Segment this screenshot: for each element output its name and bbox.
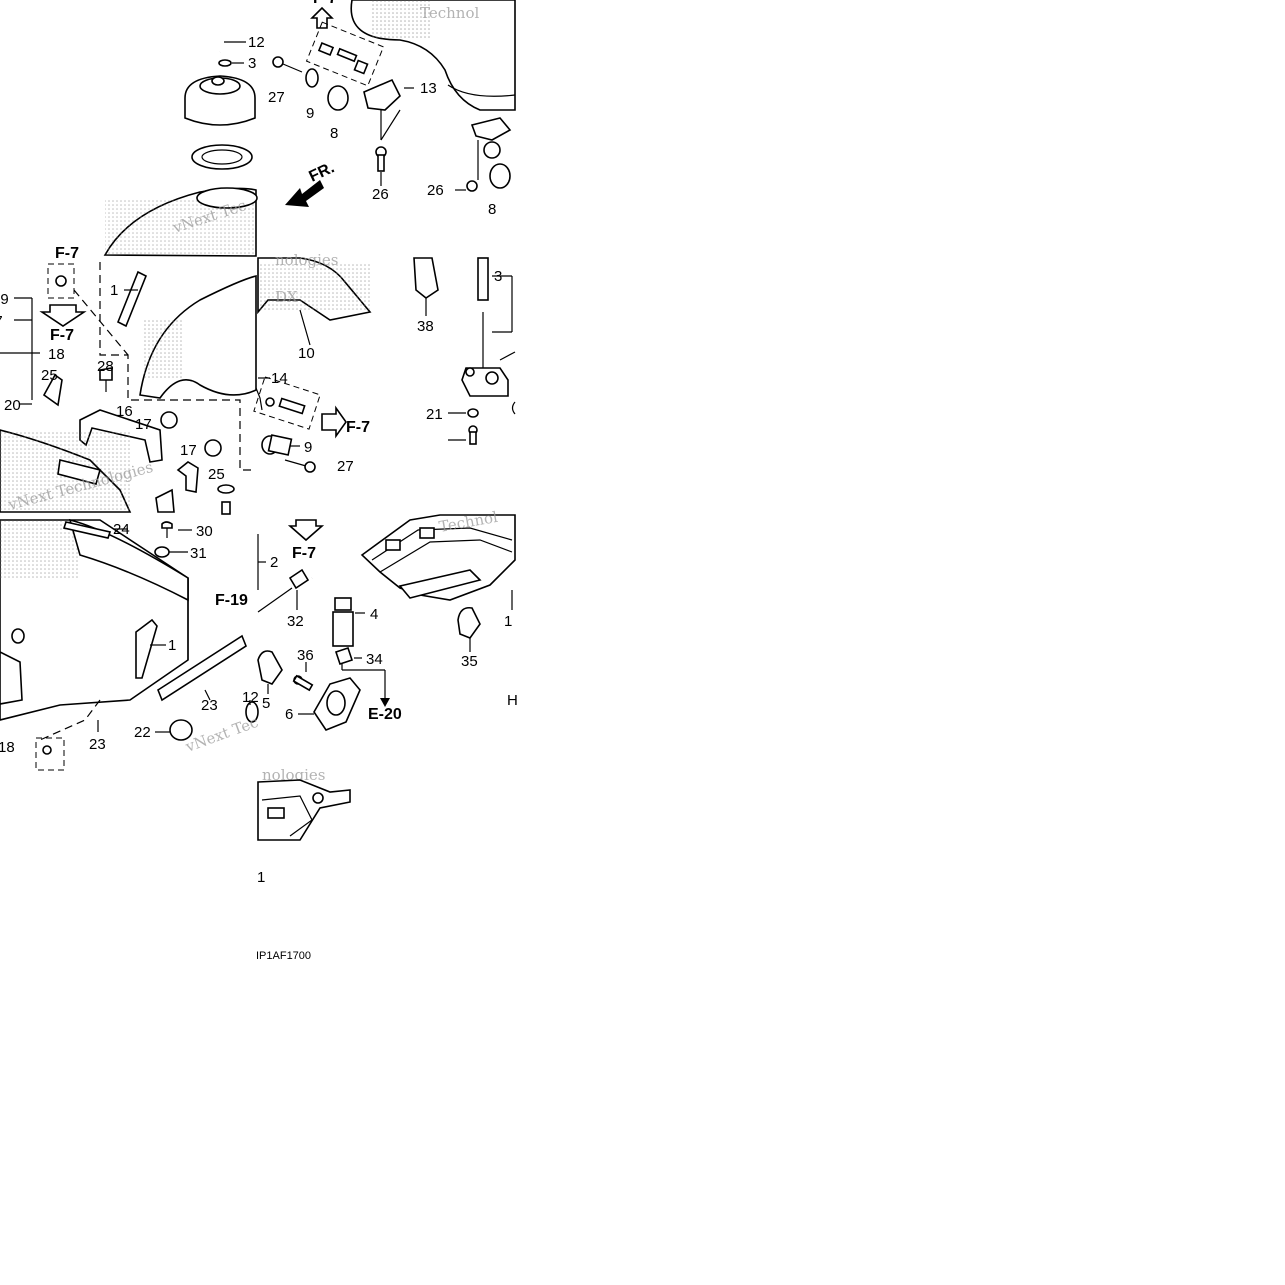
label-part-17: 18	[48, 346, 65, 363]
label-part-2: 2	[270, 554, 278, 571]
ref-e20: E-20	[368, 706, 402, 723]
tank-pad-1	[116, 270, 148, 328]
valve-strainer	[477, 257, 489, 301]
label-part-14: 14	[271, 370, 288, 387]
label-part-6: 6	[285, 706, 293, 723]
arrow-up-icon	[310, 6, 334, 29]
label-part-12: 12	[248, 34, 265, 51]
knob-5	[257, 650, 283, 685]
label-part-28: 28	[97, 358, 114, 375]
tile-top-middle: FR. Technol	[272, 0, 516, 207]
label-part-22: 23	[89, 736, 106, 753]
label-part-37: 38	[417, 318, 434, 335]
ref-f19: F-19	[215, 592, 248, 609]
pad-24	[62, 521, 112, 539]
tile-bottom-left: vNext Tec	[0, 518, 261, 771]
svg-text:nologies: nologies	[262, 766, 326, 784]
ref-f7-b: F-7	[50, 327, 74, 344]
label-part-15: 16	[116, 403, 133, 420]
tank-pad-1-lower	[135, 618, 158, 679]
clamp-31	[288, 568, 310, 590]
arrow-right-icon	[321, 405, 347, 439]
label-part-27-b: 27	[337, 458, 354, 475]
label-part-34: 35	[461, 653, 478, 670]
label-part-3: 3	[248, 55, 256, 72]
label-part-17-b: 18	[0, 739, 15, 756]
label-part-4: 4	[370, 606, 378, 623]
arrow-down-icon	[39, 304, 87, 327]
front-arrow-icon	[285, 180, 324, 207]
tile-bottom-middle: nologies	[257, 519, 390, 784]
label-part-26-b: 26	[427, 182, 444, 199]
label-part-9-b: 9	[304, 439, 312, 456]
label-part-16: 17	[135, 416, 152, 433]
label-part-29: 30	[196, 523, 213, 540]
label-part-1-c: 1	[504, 613, 512, 630]
label-part-23: 23	[201, 697, 218, 714]
svg-text:DX: DX	[275, 288, 298, 306]
label-part-9: 9	[306, 105, 314, 122]
label-part-8: 8	[330, 125, 338, 142]
tile-top-left: vNext Tec	[103, 25, 258, 257]
tile-bottom-right: Technol	[360, 508, 516, 652]
label-part-31: 32	[287, 613, 304, 630]
label-part-1: 1	[110, 282, 118, 299]
svg-text:Technol: Technol	[420, 4, 479, 22]
ref-f7-a: F-7	[55, 245, 79, 262]
label-part-27: 27	[268, 89, 285, 106]
svg-text:vNext Tec: vNext Tec	[182, 713, 260, 756]
label-part-25-b: 25	[208, 466, 225, 483]
label-part-13: 13	[420, 80, 437, 97]
fuel-filter-4	[332, 611, 354, 647]
label-part-26: 26	[372, 186, 389, 203]
label-part-30: 31	[190, 545, 207, 562]
ref-f7-d: F-7	[292, 545, 316, 562]
label-part-10: 10	[298, 345, 315, 362]
tile-mid-left: vNext Technologies	[0, 262, 257, 515]
label-part-35: 36	[297, 647, 314, 664]
label-part-5: 5	[262, 695, 270, 712]
tile-mid-right	[413, 257, 516, 445]
part-number-labels: 12 3 27 9 8 13 26 26 8 19 37 18 20 25 1 …	[0, 34, 518, 886]
label-part-19: 20	[4, 397, 21, 414]
label-part-3-b: 3	[494, 268, 502, 285]
label-fragment-h: H	[507, 692, 518, 709]
tile-mid-center: nologies DX	[253, 251, 372, 473]
front-direction-label: FR.	[307, 159, 338, 185]
ref-f7-top: F-7	[313, 0, 337, 7]
label-part-12-b: 12	[242, 689, 259, 706]
ref-f7-c: F-7	[346, 419, 370, 436]
clamp-34	[457, 606, 481, 639]
label-part-32: 34	[366, 651, 383, 668]
arrow-down-small-icon	[380, 698, 390, 707]
label-part-18: 19	[0, 291, 9, 308]
bolt-27	[272, 56, 303, 73]
svg-text:nologies: nologies	[275, 251, 339, 269]
cap-gasket	[191, 144, 253, 170]
pad-23	[157, 634, 247, 702]
label-part-21: 22	[134, 724, 151, 741]
label-part-1-b: 1	[168, 637, 176, 654]
label-part-24: 24	[113, 521, 130, 538]
label-part-1-d: 1	[257, 869, 265, 886]
label-part-25: 25	[41, 367, 58, 384]
arrow-down-icon-2	[287, 519, 325, 542]
diagram-code: IP1AF1700	[256, 950, 312, 962]
tile-lower-fragment	[257, 779, 351, 841]
fuel-cap	[184, 75, 256, 126]
strap-37	[413, 257, 439, 299]
cross-reference-labels: F-7 F-7 F-7 F-7 F-7 F-19 E-20	[50, 0, 402, 723]
label-part-16-b: 17	[180, 442, 197, 459]
label-part-20: 21	[426, 406, 443, 423]
label-part-8-b: 8	[488, 201, 496, 218]
label-part-36: 37	[0, 313, 3, 330]
